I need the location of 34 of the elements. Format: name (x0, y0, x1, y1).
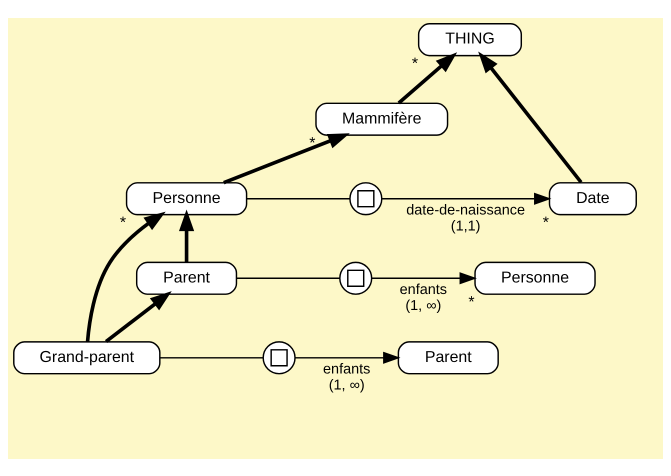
node-circle (349, 182, 382, 215)
node-circle (262, 340, 296, 374)
node-label: (1, ∞) (405, 298, 442, 314)
node-label: date-de-naissance (406, 202, 526, 218)
node-box: Mammifère (315, 102, 448, 136)
connector (236, 277, 340, 278)
node-box: Date (548, 182, 637, 215)
arrow (295, 351, 400, 364)
node-circle (339, 261, 372, 294)
node-label: (1,1) (450, 218, 480, 234)
arrow (178, 208, 194, 262)
node-box: Parent (398, 340, 499, 374)
node-label: * (309, 134, 316, 152)
node-box: Personne (126, 182, 248, 215)
node-box: Grand-parent (13, 340, 161, 374)
node-label: enfants (323, 361, 370, 378)
node-label: (1, ∞) (328, 377, 365, 394)
arrow (478, 51, 582, 183)
node-label: * (120, 214, 126, 231)
node-label: * (468, 293, 475, 310)
arrow (104, 290, 172, 342)
node-label: * (542, 214, 549, 231)
node-label: * (412, 54, 418, 72)
arrow (223, 132, 350, 184)
arrow (372, 272, 477, 284)
node-box: Parent (136, 261, 238, 294)
arrow (398, 52, 458, 104)
connector (160, 356, 263, 358)
node-box: Personne (474, 261, 596, 294)
node-box: THING (418, 22, 522, 56)
connector (246, 198, 350, 199)
arrow (382, 192, 552, 204)
arrow (86, 211, 166, 342)
node-label: enfants (400, 282, 448, 298)
